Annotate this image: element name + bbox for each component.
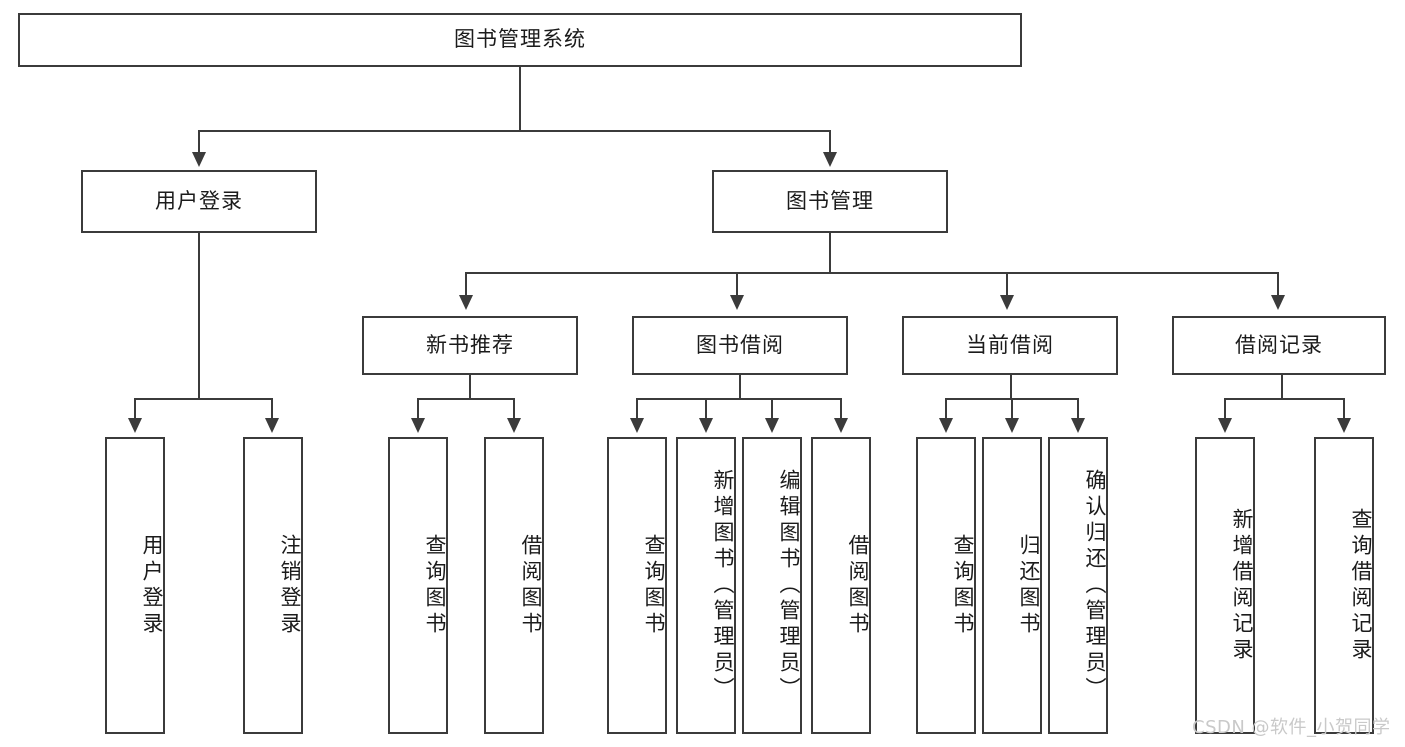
- leaf-current-return-book[interactable]: 归还图书: [982, 437, 1042, 734]
- connector-borrow-to-add: [705, 398, 707, 420]
- node-borrow-records[interactable]: 借阅记录: [1172, 316, 1386, 375]
- connector-borrow-stem: [739, 375, 741, 399]
- arrowhead-leaf-records-add: [1218, 418, 1232, 433]
- leaf-records-query-record[interactable]: 查询借阅记录: [1314, 437, 1374, 734]
- connector-borrow-to-edit: [771, 398, 773, 420]
- leaf-current-query-book[interactable]: 查询图书: [916, 437, 976, 734]
- connector-root-to-login: [198, 130, 200, 155]
- leaf-current-return-book-label: 归还图书: [1017, 533, 1041, 638]
- node-book-borrow-label: 图书借阅: [696, 332, 784, 357]
- leaf-user-login-label: 用户登录: [140, 533, 164, 638]
- connector-newbook-stem: [469, 375, 471, 399]
- node-borrow-records-label: 借阅记录: [1235, 332, 1323, 357]
- node-root[interactable]: 图书管理系统: [18, 13, 1022, 67]
- arrowhead-login: [192, 152, 206, 167]
- node-current-borrow[interactable]: 当前借阅: [902, 316, 1118, 375]
- node-root-label: 图书管理系统: [454, 27, 586, 52]
- node-new-book-recommend-label: 新书推荐: [426, 332, 514, 357]
- arrowhead-newbook: [459, 295, 473, 310]
- connector-borrow-to-query: [636, 398, 638, 420]
- connector-borrow-bus: [636, 398, 842, 400]
- connector-newbook-to-query: [417, 398, 419, 420]
- connector-bookmgmt-to-records: [1277, 272, 1279, 297]
- arrowhead-records: [1271, 295, 1285, 310]
- leaf-newbook-borrow-book[interactable]: 借阅图书: [484, 437, 544, 734]
- connector-login-stem: [198, 233, 200, 399]
- connector-newbook-to-borrow: [513, 398, 515, 420]
- leaf-user-login[interactable]: 用户登录: [105, 437, 165, 734]
- connector-records-to-query: [1343, 398, 1345, 420]
- node-book-borrow[interactable]: 图书借阅: [632, 316, 848, 375]
- connector-borrow-to-do: [840, 398, 842, 420]
- connector-records-bus: [1224, 398, 1344, 400]
- arrowhead-leaf-borrow-add: [699, 418, 713, 433]
- arrowhead-borrow: [730, 295, 744, 310]
- node-user-login-label: 用户登录: [155, 188, 243, 213]
- connector-root-to-bookmgmt: [829, 130, 831, 155]
- leaf-user-logout-label: 注销登录: [278, 533, 302, 638]
- connector-records-stem: [1281, 375, 1283, 399]
- connector-login-bus: [134, 398, 271, 400]
- connector-bookmgmt-to-borrow: [736, 272, 738, 297]
- connector-login-to-user-login: [134, 398, 136, 420]
- leaf-borrow-edit-book-admin[interactable]: 编辑图书（管理员）: [742, 437, 802, 734]
- leaf-current-confirm-return-admin-label: 确认归还（管理员）: [1083, 468, 1107, 703]
- node-book-management[interactable]: 图书管理: [712, 170, 948, 233]
- arrowhead-leaf-user-login: [128, 418, 142, 433]
- arrowhead-leaf-current-confirm: [1071, 418, 1085, 433]
- connector-bookmgmt-bus: [465, 272, 1279, 274]
- leaf-borrow-add-book-admin-label: 新增图书（管理员）: [711, 468, 735, 703]
- node-book-management-label: 图书管理: [786, 188, 874, 213]
- arrowhead-leaf-records-query: [1337, 418, 1351, 433]
- leaf-borrow-query-book-label: 查询图书: [642, 533, 666, 638]
- leaf-records-add-record-label: 新增借阅记录: [1230, 507, 1254, 664]
- connector-records-to-add: [1224, 398, 1226, 420]
- leaf-borrow-borrow-book-label: 借阅图书: [846, 533, 870, 638]
- connector-newbook-bus: [417, 398, 514, 400]
- connector-bookmgmt-to-newbook: [465, 272, 467, 297]
- arrowhead-leaf-borrow-edit: [765, 418, 779, 433]
- arrowhead-leaf-borrow-do: [834, 418, 848, 433]
- leaf-records-add-record[interactable]: 新增借阅记录: [1195, 437, 1255, 734]
- connector-current-to-confirm: [1077, 398, 1079, 420]
- arrowhead-bookmgmt: [823, 152, 837, 167]
- connector-bookmgmt-stem: [829, 233, 831, 273]
- arrowhead-leaf-user-logout: [265, 418, 279, 433]
- connector-current-to-return: [1011, 398, 1013, 420]
- leaf-newbook-borrow-book-label: 借阅图书: [519, 533, 543, 638]
- arrowhead-leaf-borrow-query: [630, 418, 644, 433]
- connector-root-bus: [198, 130, 831, 132]
- node-new-book-recommend[interactable]: 新书推荐: [362, 316, 578, 375]
- leaf-borrow-add-book-admin[interactable]: 新增图书（管理员）: [676, 437, 736, 734]
- leaf-newbook-query-book-label: 查询图书: [423, 533, 447, 638]
- leaf-current-query-book-label: 查询图书: [951, 533, 975, 638]
- leaf-newbook-query-book[interactable]: 查询图书: [388, 437, 448, 734]
- arrowhead-leaf-current-return: [1005, 418, 1019, 433]
- leaf-borrow-edit-book-admin-label: 编辑图书（管理员）: [777, 468, 801, 703]
- connector-login-to-user-logout: [271, 398, 273, 420]
- connector-current-to-query: [945, 398, 947, 420]
- arrowhead-current: [1000, 295, 1014, 310]
- arrowhead-leaf-current-query: [939, 418, 953, 433]
- leaf-current-confirm-return-admin[interactable]: 确认归还（管理员）: [1048, 437, 1108, 734]
- arrowhead-leaf-newbook-query: [411, 418, 425, 433]
- leaf-user-logout[interactable]: 注销登录: [243, 437, 303, 734]
- leaf-borrow-borrow-book[interactable]: 借阅图书: [811, 437, 871, 734]
- node-user-login[interactable]: 用户登录: [81, 170, 317, 233]
- leaf-borrow-query-book[interactable]: 查询图书: [607, 437, 667, 734]
- csdn-watermark: CSDN @软件_小贺同学: [1192, 717, 1391, 738]
- connector-bookmgmt-to-current: [1006, 272, 1008, 297]
- leaf-records-query-record-label: 查询借阅记录: [1349, 507, 1373, 664]
- arrowhead-leaf-newbook-borrow: [507, 418, 521, 433]
- node-current-borrow-label: 当前借阅: [966, 332, 1054, 357]
- connector-current-stem: [1010, 375, 1012, 399]
- connector-root-stem: [519, 67, 521, 131]
